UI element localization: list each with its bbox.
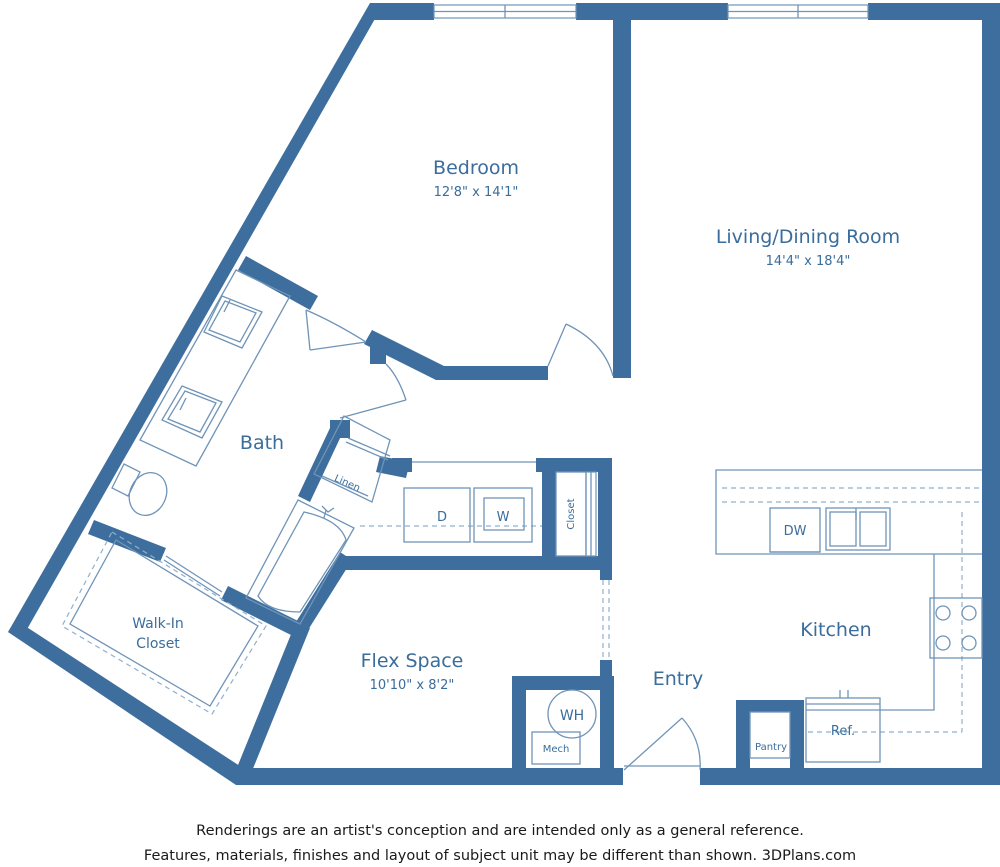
entry-label: Entry	[653, 668, 704, 690]
wall-walkin-right	[221, 586, 300, 636]
wall-closet-right	[598, 458, 612, 558]
bath-door[interactable]	[305, 309, 367, 351]
water-heater	[547, 689, 597, 739]
bedroom-label: Bedroom	[433, 157, 519, 179]
kitchen-fixtures	[715, 469, 983, 763]
top-windows	[433, 4, 869, 19]
wall-flex-right-stub	[600, 556, 612, 580]
vanity-counter	[139, 269, 291, 467]
wall-bedroom-stub	[370, 342, 386, 364]
linen-door[interactable]	[345, 437, 391, 461]
wall-bottom-left	[236, 768, 623, 785]
mech-label: Mech	[543, 744, 570, 755]
laundry-closet	[555, 471, 587, 557]
disclaimer-line-2: Features, materials, finishes and layout…	[143, 848, 857, 864]
entry-door[interactable]	[623, 717, 701, 771]
kitchen-label: Kitchen	[800, 619, 871, 641]
interior-walls	[88, 18, 804, 776]
wall-pantry-right	[790, 700, 804, 770]
laundry	[360, 461, 587, 557]
pantry	[749, 711, 791, 759]
living-label: Living/Dining Room	[716, 226, 900, 248]
wall-bedroom-bottom	[436, 366, 548, 380]
pantry-label: Pantry	[755, 742, 787, 753]
bath-door-lower[interactable]	[339, 363, 407, 419]
dryer-label: D	[437, 510, 447, 525]
wall-bath-right-diag	[296, 552, 352, 630]
wall-lower-left	[8, 624, 246, 785]
mech-box	[531, 731, 581, 765]
wall-laundry-top-left	[392, 458, 412, 472]
kitchen-sink	[825, 507, 891, 551]
wall-mech-top	[512, 676, 612, 690]
sink-upper	[203, 295, 263, 349]
fridge-label: Ref.	[831, 724, 855, 739]
wall-left-diagonal	[8, 3, 384, 638]
sink-lower	[161, 385, 223, 439]
bath-label: Bath	[240, 432, 284, 454]
flex-dims: 10'10" x 8'2"	[370, 678, 455, 693]
wall-bottom-right	[700, 768, 1000, 785]
wall-top-middle	[576, 3, 728, 20]
refrigerator	[805, 690, 881, 763]
wall-flex-top	[345, 556, 612, 570]
mech-room	[531, 689, 597, 765]
wall-linen-left	[298, 428, 342, 502]
wall-walkin-top	[88, 520, 166, 562]
bedroom-dims: 12'8" x 14'1"	[434, 185, 519, 200]
wall-mech-left	[512, 676, 526, 772]
water-heater-label: WH	[560, 708, 584, 724]
wall-flex-left	[236, 622, 310, 776]
bath-fixtures	[111, 269, 391, 625]
wall-pantry-top	[736, 700, 804, 712]
wall-right	[982, 3, 1000, 785]
walkin-label-line1: Walk-In	[132, 616, 184, 632]
wall-laundry-mid	[542, 458, 556, 558]
closet-sliding-door[interactable]	[585, 471, 597, 557]
dryer	[403, 487, 471, 543]
walkin-closet-shelf	[61, 531, 267, 715]
washer	[473, 487, 533, 543]
wall-pantry-left	[736, 700, 750, 770]
toilet	[111, 463, 168, 516]
back-counter	[806, 554, 935, 711]
bedroom-door[interactable]	[547, 323, 614, 377]
linen-label: Linen	[332, 473, 361, 494]
walkin-closet-rod	[69, 539, 259, 707]
washer-label: W	[497, 510, 510, 525]
flex-opening	[602, 580, 610, 660]
wall-mech-right	[600, 676, 614, 772]
doors	[163, 309, 701, 771]
island-counter	[715, 469, 982, 555]
cooktop	[929, 597, 983, 659]
living-dims: 14'4" x 18'4"	[766, 254, 851, 269]
disclaimer-line-1: Renderings are an artist's conception an…	[196, 823, 804, 839]
linen-closet	[313, 415, 391, 503]
exterior-walls	[8, 3, 1000, 785]
dishwasher-label: DW	[784, 524, 807, 539]
closet-label: Closet	[566, 498, 577, 529]
wall-bedroom-living	[613, 18, 631, 378]
wall-top-right	[868, 3, 1000, 20]
walkin-label-line2: Closet	[136, 636, 180, 652]
wall-top-left	[370, 3, 434, 20]
bathtub	[245, 499, 355, 625]
walkin-opening	[163, 555, 223, 597]
wall-bath-top	[238, 256, 318, 310]
flex-label: Flex Space	[361, 650, 464, 672]
